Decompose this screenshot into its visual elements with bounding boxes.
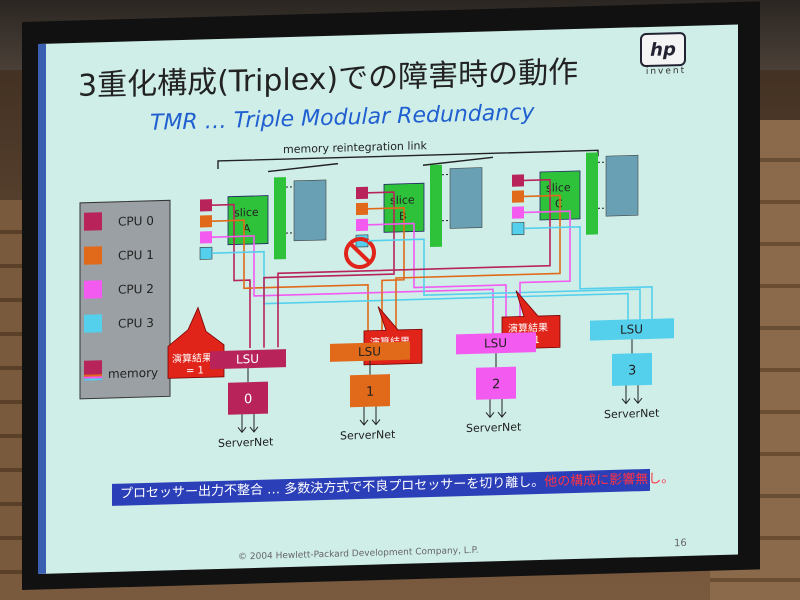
summary-banner-red: 他の構成に影響無し。 [544, 471, 675, 490]
slice-a-group: slice A [199, 177, 327, 260]
lsu-0-label: LSU [236, 352, 259, 367]
lsu-3-num: 3 [628, 363, 636, 378]
cpu3-label: CPU 3 [118, 316, 154, 331]
slide-subtitle: TMR … Triple Modular Redundancy [150, 100, 535, 136]
servernet-3: ServerNet [604, 407, 660, 422]
lsu-0-num: 0 [244, 392, 252, 407]
slice-c-group: slice C [511, 152, 639, 236]
lsu-1-bar [330, 341, 410, 362]
copyright-footer: © 2004 Hewlett-Packard Development Compa… [238, 545, 479, 563]
callout-c-line1: 演算結果 [508, 321, 548, 335]
slice-b-label-2: B [399, 210, 407, 223]
lsu-1-num: 1 [366, 385, 374, 400]
servernet-0: ServerNet [218, 435, 274, 450]
slice-b-memory [449, 167, 483, 229]
hp-logo-badge: hp [640, 31, 686, 68]
memory-label: memory [108, 366, 158, 381]
projected-slide: 3重化構成(Triplex)での障害時の動作 TMR … Triple Modu… [38, 24, 738, 575]
lsu-3-label: LSU [620, 322, 643, 337]
lsu-0-bar [210, 349, 286, 370]
hp-logo: hp invent [640, 31, 692, 78]
memory-reintegration-link-label: memory reintegration link [283, 139, 427, 156]
cpu2-swatch [84, 280, 102, 299]
hp-logo-invent: invent [645, 65, 687, 78]
slice-b-bus [430, 164, 442, 248]
lsu-2-num: 2 [492, 377, 500, 392]
slice-a-bus [274, 177, 286, 260]
cpu-output-wires [212, 178, 653, 349]
reintegration-link-arrows [217, 149, 599, 173]
slice-c-label-2: C [555, 197, 563, 210]
lsu-3-group: LSU 3 ServerNet [590, 318, 674, 421]
callout-a-line2: = 1 [186, 365, 204, 376]
slice-b-group: slice B [355, 164, 483, 248]
lsu-2-group: LSU 2 ServerNet [456, 332, 536, 435]
slice-c-bus [586, 152, 598, 235]
servernet-1: ServerNet [340, 428, 396, 443]
lsu-3-box [612, 352, 652, 386]
lsu-1-box [350, 374, 390, 408]
page-number: 16 [674, 537, 687, 550]
cpu0-label: CPU 0 [118, 214, 154, 229]
slice-a-memory [293, 179, 327, 242]
slice-c-label-1: slice [546, 181, 571, 195]
cpu-legend-panel: CPU 0 CPU 1 CPU 2 CPU 3 memory [79, 199, 171, 400]
lsu-0-box [228, 381, 268, 415]
lsu-1-label: LSU [358, 344, 381, 359]
lsu-2-label: LSU [484, 336, 507, 351]
lsu-0-group: LSU 0 ServerNet [210, 349, 286, 450]
lsu-1-group: LSU 1 ServerNet [330, 341, 410, 443]
fault-prohibited-icon [344, 236, 376, 270]
cpu1-label: CPU 1 [118, 248, 154, 263]
lsu-2-box [476, 366, 516, 400]
servernet-2: ServerNet [466, 420, 522, 435]
slide-title: 3重化構成(Triplex)での障害時の動作 [78, 54, 579, 104]
lsu-2-bar [456, 332, 536, 355]
slice-a-label-1: slice [234, 206, 259, 220]
slice-b-label-1: slice [390, 193, 415, 207]
cpu1-swatch [84, 246, 102, 265]
cpu3-swatch [84, 314, 102, 333]
cpu2-label: CPU 2 [118, 282, 154, 297]
lsu-3-bar [590, 318, 674, 341]
slice-c-memory [605, 154, 639, 217]
callout-a-line1: 演算結果 [172, 351, 212, 365]
slice-a-label-2: A [243, 222, 251, 235]
cpu0-swatch [84, 212, 102, 231]
tmr-diagram: memory reintegration link CPU 0 CPU 1 CP… [79, 139, 674, 450]
